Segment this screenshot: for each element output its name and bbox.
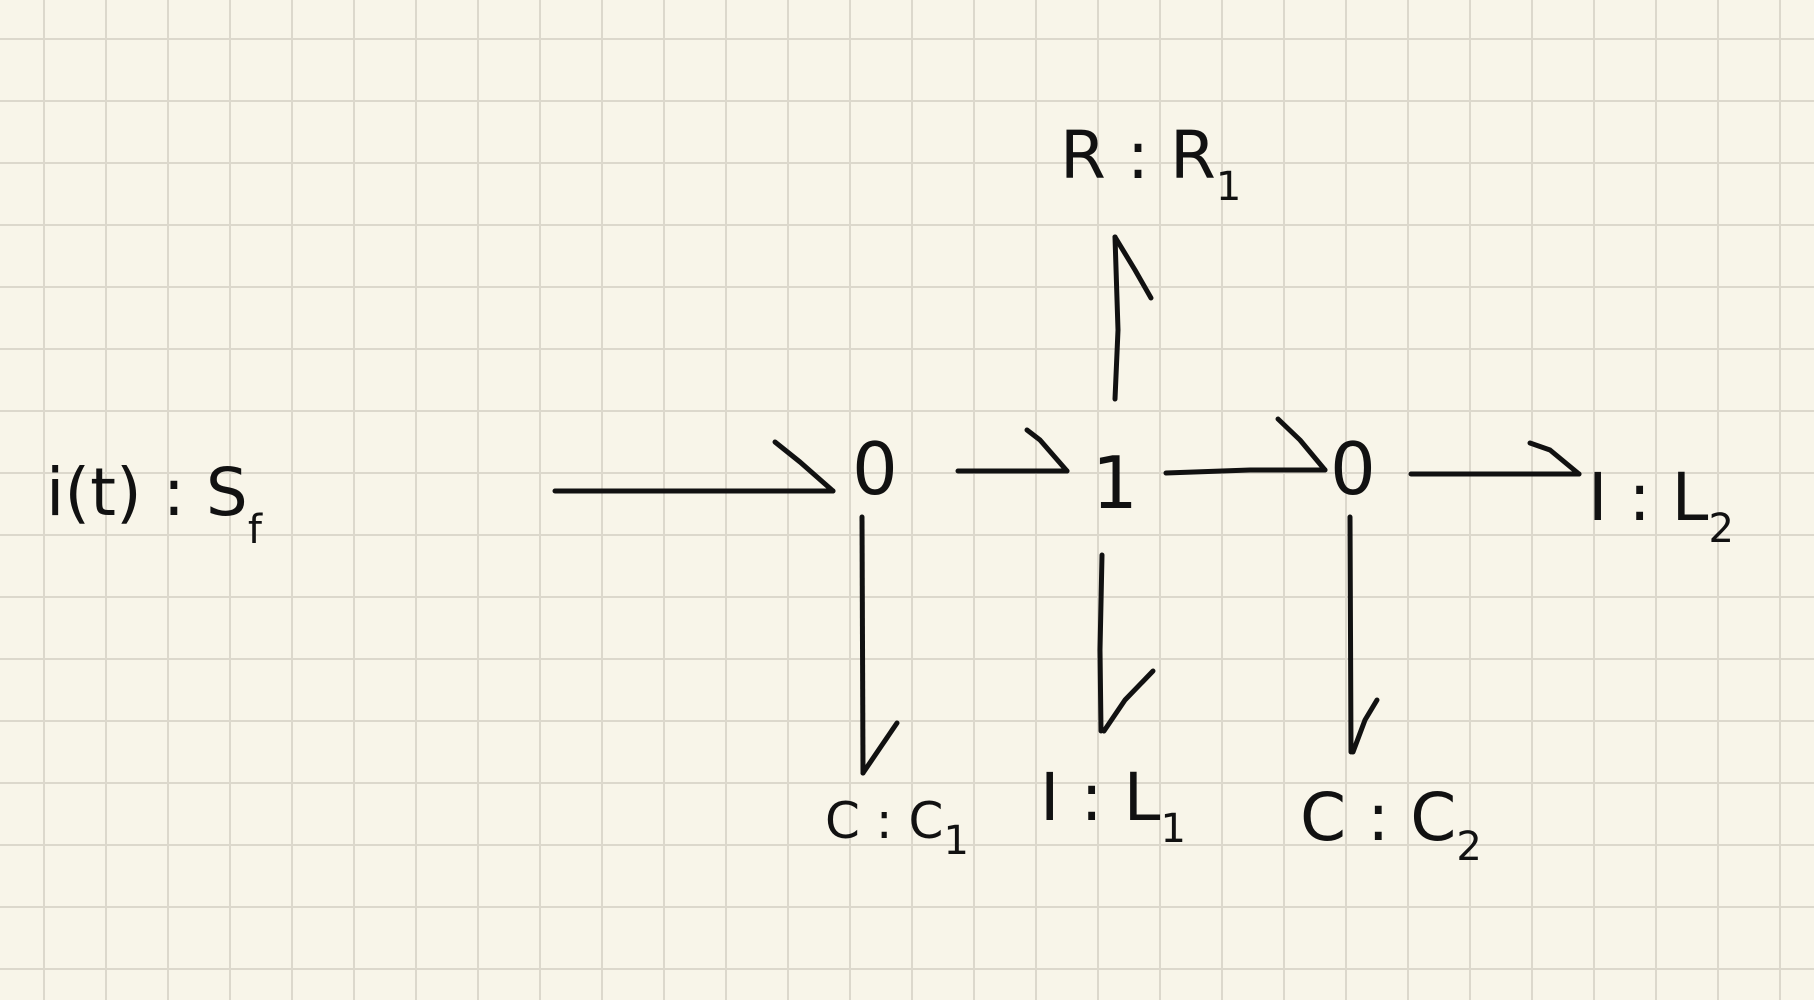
bond-zero-to-capacitor-c1 bbox=[859, 514, 900, 776]
bond-zero-to-one bbox=[955, 427, 1070, 474]
half-arrow-icon bbox=[1024, 427, 1070, 474]
one-junction: 1 bbox=[1092, 441, 1138, 525]
half-arrow-icon bbox=[1112, 234, 1154, 301]
half-arrow-icon bbox=[860, 720, 900, 776]
half-arrow-icon bbox=[1275, 416, 1328, 473]
half-arrow-icon bbox=[772, 439, 836, 494]
resistor-label: R : R1 bbox=[1060, 117, 1241, 210]
half-arrow-icon bbox=[1527, 440, 1582, 477]
zero-junction-left: 0 bbox=[852, 427, 898, 511]
capacitor-c1-label: C : C1 bbox=[825, 792, 969, 864]
half-arrow-icon bbox=[1350, 697, 1380, 755]
bond-one-to-zero bbox=[1163, 416, 1328, 476]
bond-zero-to-capacitor-c2 bbox=[1347, 514, 1380, 755]
bond-zero-to-inductor-l2 bbox=[1408, 440, 1582, 477]
capacitor-c2-label: C : C2 bbox=[1300, 779, 1482, 870]
bond-one-to-inductor-l1 bbox=[1097, 552, 1156, 734]
source-label: i(t) : Sf bbox=[46, 454, 263, 553]
inductor-l1-label: I : L1 bbox=[1040, 759, 1186, 852]
half-arrow-icon bbox=[1101, 668, 1156, 734]
zero-junction-right: 0 bbox=[1330, 427, 1376, 511]
bond-one-to-resistor bbox=[1112, 234, 1154, 402]
inductor-l2-label: I : L2 bbox=[1588, 459, 1734, 552]
bond-source-to-zero bbox=[552, 439, 836, 494]
